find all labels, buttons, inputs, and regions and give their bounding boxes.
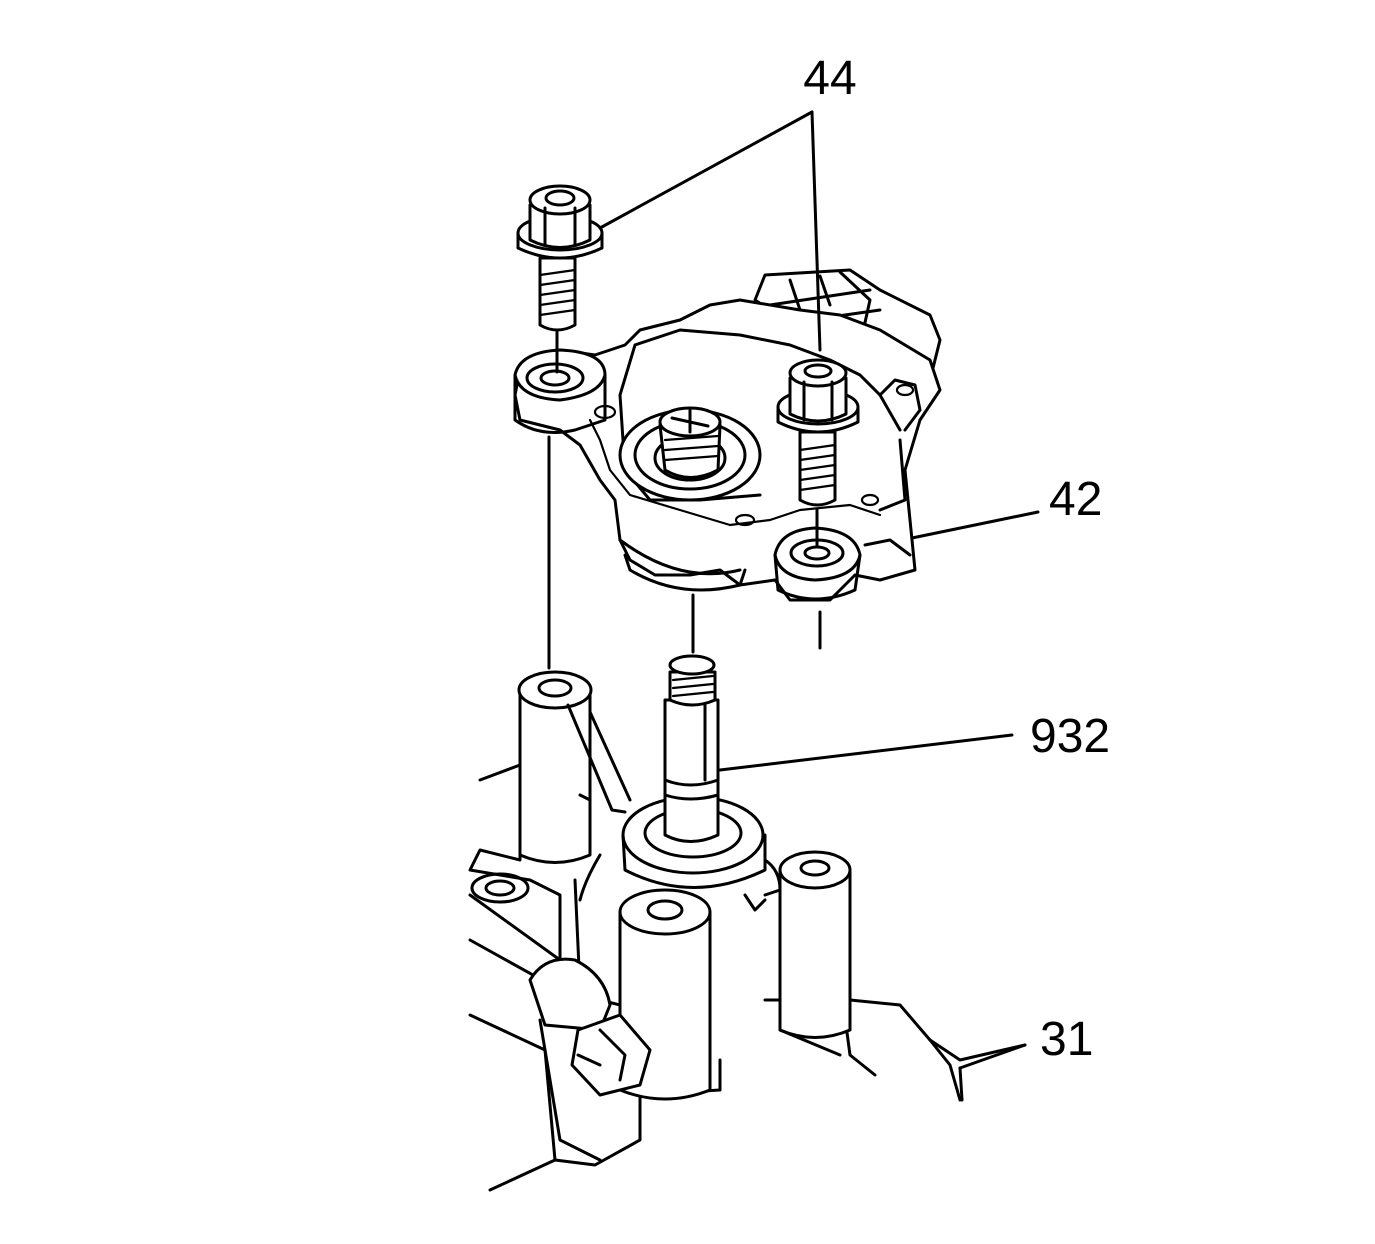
callout-42: 42 (1049, 473, 1102, 526)
alignment-lines (547, 330, 822, 670)
transmission-housing (468, 670, 1027, 1192)
bolt-right (776, 358, 860, 507)
bolt-left (516, 184, 604, 332)
park-neutral-switch (513, 268, 942, 602)
callout-31: 31 (1040, 1013, 1093, 1066)
callout-932: 932 (1030, 710, 1110, 763)
callout-44: 44 (803, 52, 856, 105)
leader-lines (598, 110, 1040, 1102)
manual-shaft (663, 654, 720, 843)
